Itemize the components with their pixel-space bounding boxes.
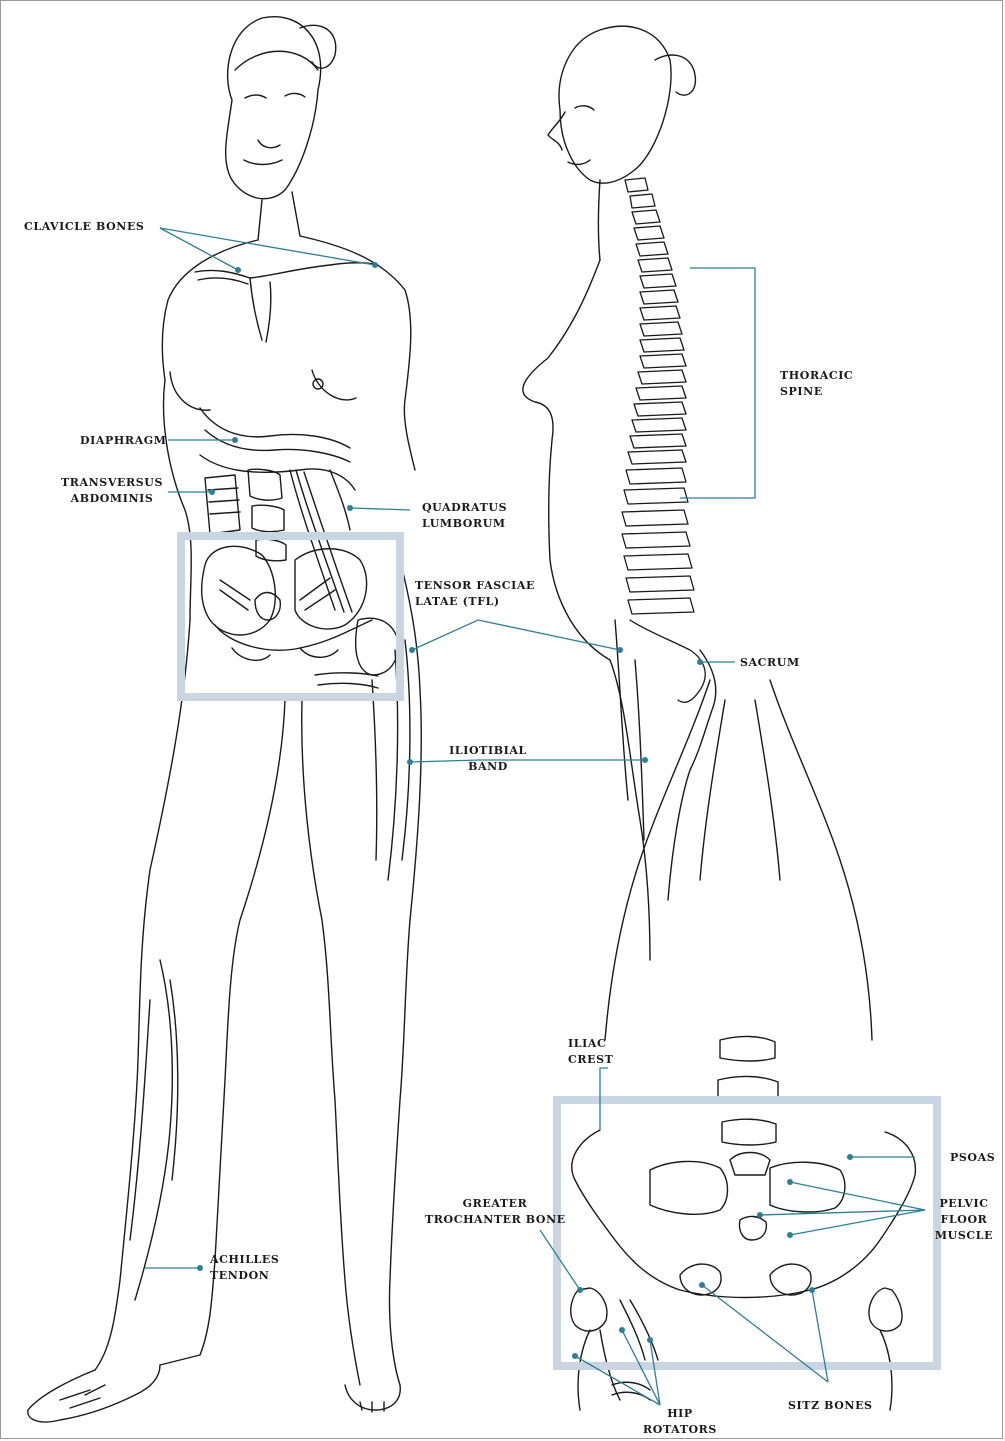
- label-sacrum: SACRUM: [740, 655, 800, 671]
- label-diaphragm: DIAPHRAGM: [80, 433, 167, 449]
- label-thoracic-spine: THORACIC SPINE: [780, 368, 853, 400]
- label-thoracic-line2: SPINE: [780, 384, 853, 400]
- label-transversus-abdominis: TRANSVERSUS ABDOMINIS: [52, 475, 172, 507]
- label-greater-trochanter-bone: GREATER TROCHANTER BONE: [425, 1196, 565, 1228]
- label-pelvic-floor-muscle: PELVIC FLOOR MUSCLE: [928, 1196, 1000, 1244]
- label-achilles-line1: ACHILLES: [210, 1252, 279, 1268]
- label-iliac-line2: CREST: [568, 1052, 613, 1068]
- label-iliotibial-line2: BAND: [445, 759, 531, 775]
- label-tfl-line2: LATAE (TFL): [415, 594, 535, 610]
- label-sitz-bones: SITZ BONES: [788, 1398, 873, 1414]
- label-thoracic-line1: THORACIC: [780, 368, 853, 384]
- label-pelvic-line3: MUSCLE: [928, 1228, 1000, 1244]
- label-achilles-tendon: ACHILLES TENDON: [210, 1252, 279, 1284]
- label-greater-line1: GREATER: [425, 1196, 565, 1212]
- label-transversus-line1: TRANSVERSUS: [52, 475, 172, 491]
- label-greater-line2: TROCHANTER BONE: [425, 1212, 565, 1228]
- label-quadratus-line2: LUMBORUM: [422, 516, 507, 532]
- label-iliac-line1: ILIAC: [568, 1036, 613, 1052]
- label-tfl-line1: TENSOR FASCIAE: [415, 578, 535, 594]
- label-clavicle-bones: CLAVICLE BONES: [24, 219, 144, 235]
- front-figure-head: [226, 17, 336, 240]
- front-figure-body: [28, 236, 421, 1422]
- label-pelvic-line1: PELVIC: [928, 1196, 1000, 1212]
- label-hip-rotators: HIP ROTATORS: [630, 1406, 730, 1438]
- label-iliotibial-band: ILIOTIBIAL BAND: [445, 743, 531, 775]
- pelvis-inset-box: [557, 1100, 937, 1366]
- label-hip-line1: HIP: [630, 1406, 730, 1422]
- label-quadratus-line1: QUADRATUS: [422, 500, 507, 516]
- leader-lines: [145, 228, 925, 1405]
- label-psoas: PSOAS: [950, 1150, 995, 1166]
- label-achilles-line2: TENDON: [210, 1268, 279, 1284]
- label-hip-line2: ROTATORS: [630, 1422, 730, 1438]
- label-transversus-line2: ABDOMINIS: [52, 491, 172, 507]
- label-quadratus-lumborum: QUADRATUS LUMBORUM: [422, 500, 507, 532]
- label-iliac-crest: ILIAC CREST: [568, 1036, 613, 1068]
- label-pelvic-line2: FLOOR: [928, 1212, 1000, 1228]
- label-tensor-fasciae-latae: TENSOR FASCIAE LATAE (TFL): [415, 578, 535, 610]
- pelvis-inset: [571, 680, 916, 1410]
- side-figure: [523, 26, 716, 960]
- label-iliotibial-line1: ILIOTIBIAL: [445, 743, 531, 759]
